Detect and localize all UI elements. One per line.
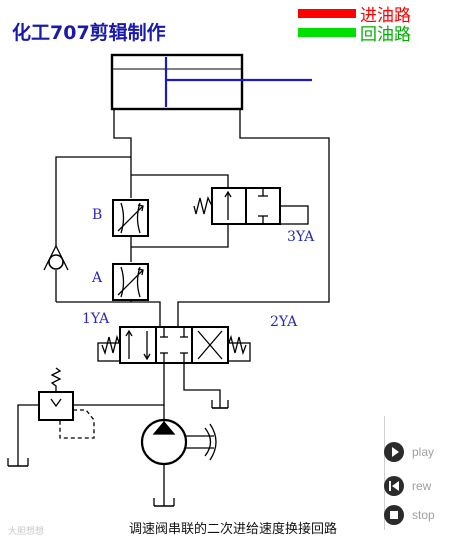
relief-valve-pilot — [59, 409, 95, 439]
rewind-button[interactable]: rew — [384, 474, 466, 498]
relief-valve-arrow — [50, 398, 62, 408]
stop-label: stop — [412, 508, 435, 522]
solenoid-2ya — [227, 342, 251, 362]
legend-supply-swatch — [298, 9, 356, 18]
relief-valve-spring — [50, 367, 62, 392]
solenoid-1ya — [97, 342, 121, 362]
check-valve-body — [43, 244, 69, 271]
control-panel-divider — [384, 416, 385, 530]
pipe-to-bypass-valve-top — [131, 174, 229, 188]
play-icon — [384, 442, 404, 462]
speed-valve-b-orifice-right — [136, 202, 141, 234]
speed-valve-b-orifice-left — [120, 202, 125, 234]
relief-valve-drain — [17, 404, 39, 466]
legend-supply-label: 进油路 — [360, 6, 411, 26]
label-valve-b: B — [92, 207, 103, 223]
speed-valve-b-arrow-head — [137, 204, 144, 212]
speed-valve-a-arrow — [117, 269, 144, 296]
page-title: 化工707剪辑制作 — [12, 22, 166, 44]
hydraulic-cylinder — [110, 53, 244, 111]
speed-valve-a-arrow-head — [137, 268, 144, 276]
check-valve-ball — [48, 254, 64, 270]
play-label: play — [412, 445, 435, 459]
pump-rotation — [204, 427, 212, 457]
pipe-rod-chamber — [113, 109, 132, 198]
legend-return-label: 回油路 — [360, 25, 411, 45]
label-coil-1ya: 1YA — [82, 311, 110, 327]
pump-rotation-outer — [209, 423, 217, 461]
bypass-valve-spring — [193, 196, 213, 215]
rewind-icon — [384, 476, 404, 496]
bypass-valve-flow-head — [224, 190, 232, 198]
pump-triangle — [152, 420, 176, 435]
pipe-to-valve-a — [56, 301, 161, 327]
stop-icon — [384, 505, 404, 525]
pipe-check-bypass-top — [55, 156, 131, 246]
play-button[interactable]: play — [384, 440, 466, 464]
left-cell-arrow-2-head — [143, 353, 151, 361]
label-coil-2ya: 2YA — [270, 314, 298, 330]
solenoid-3ya — [279, 205, 309, 225]
pipe-to-bypass-valve-bottom — [131, 224, 229, 248]
direction-valve-left-cell — [119, 326, 157, 364]
pipe-head-chamber — [239, 109, 257, 139]
watermark: 大胆想想 — [8, 527, 45, 537]
direction-valve-spring-left — [101, 334, 121, 356]
speed-valve-b-arrow — [117, 205, 144, 232]
diagram-caption: 调速阀串联的二次进给速度换接回路 — [128, 522, 337, 537]
speed-valve-b — [112, 199, 149, 237]
left-cell-arrow-1-head — [125, 329, 133, 337]
speed-valve-a-orifice-right — [136, 266, 141, 298]
label-coil-3ya: 3YA — [287, 229, 315, 245]
direction-valve-center-cell — [155, 326, 193, 364]
label-valve-a: A — [92, 270, 103, 286]
right-cell-arrow-2 — [197, 330, 223, 360]
speed-valve-a — [112, 263, 149, 301]
rewind-label: rew — [412, 479, 432, 493]
legend-return-swatch — [298, 28, 356, 37]
pipe-return — [183, 363, 221, 408]
pipe-to-valve-b — [177, 137, 330, 327]
speed-valve-a-orifice-left — [120, 266, 125, 298]
direction-valve-spring-right — [227, 334, 247, 356]
stop-button[interactable]: stop — [384, 503, 466, 527]
